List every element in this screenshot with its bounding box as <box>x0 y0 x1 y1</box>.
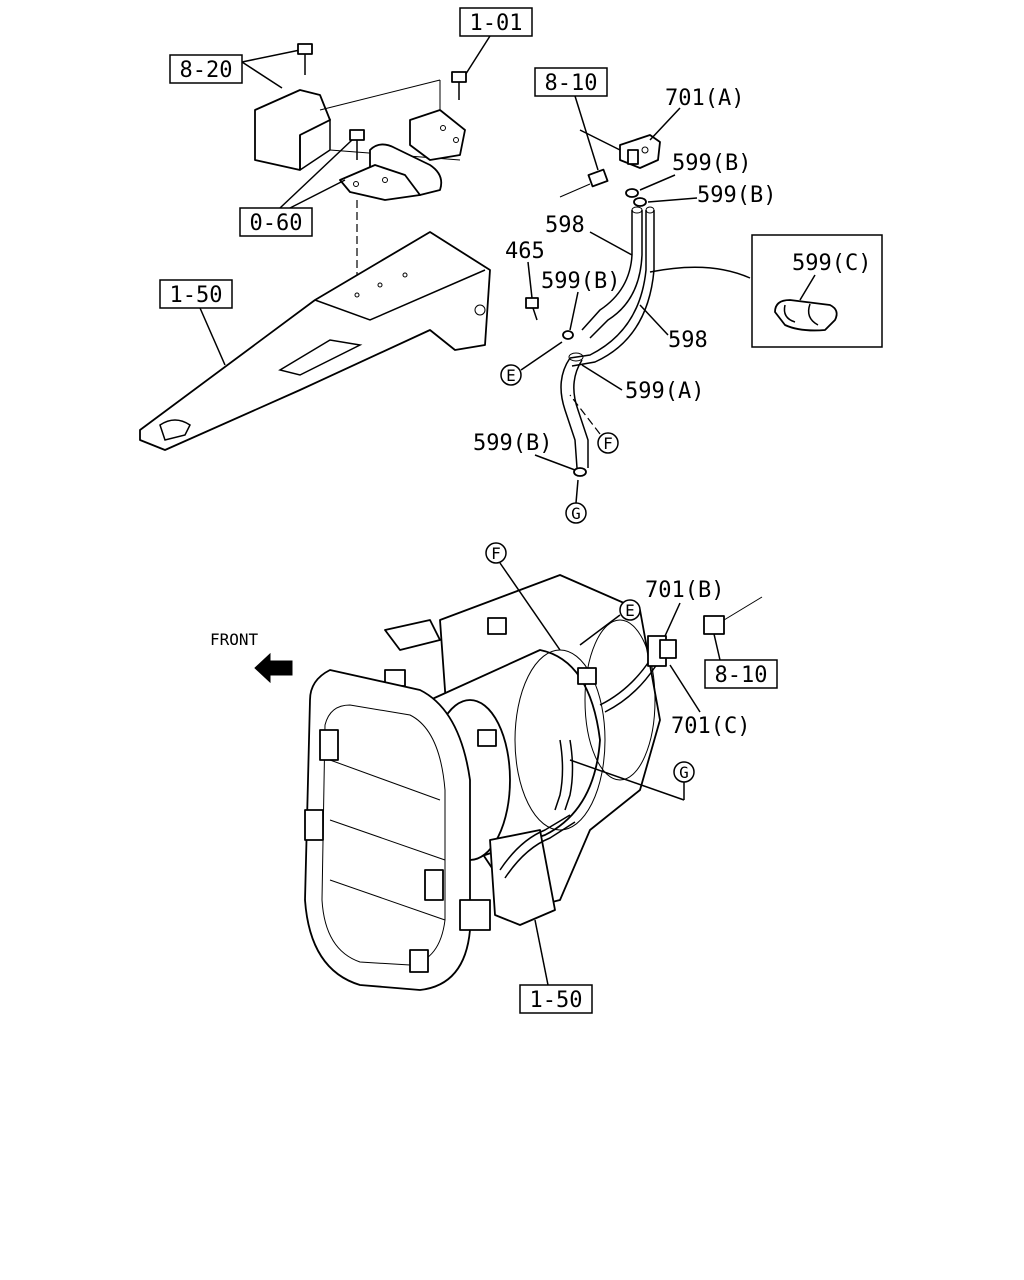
solenoid-valve-701a <box>619 134 661 169</box>
ref-box-1-50-top[interactable]: 1-50 <box>159 279 233 309</box>
marker-e-bottom[interactable]: E <box>619 599 641 621</box>
svg-text:F: F <box>603 434 613 453</box>
front-label: FRONT <box>210 630 259 649</box>
inset-599c: 599(C) <box>751 234 883 348</box>
svg-text:1-50: 1-50 <box>530 988 583 1013</box>
label-599b-4: 599(B) <box>473 431 552 456</box>
frame-arm <box>139 231 491 451</box>
ref-box-0-60[interactable]: 0-60 <box>239 207 313 237</box>
label-465: 465 <box>505 239 545 264</box>
label-599b-3: 599(B) <box>541 269 620 294</box>
svg-text:E: E <box>625 601 635 620</box>
svg-text:E: E <box>506 366 516 385</box>
svg-text:8-10: 8-10 <box>545 71 598 96</box>
ref-box-8-20[interactable]: 8-20 <box>169 54 243 84</box>
svg-text:8-10: 8-10 <box>715 663 768 688</box>
front-arrow-icon <box>254 652 293 684</box>
cover-block <box>254 89 331 171</box>
svg-text:8-20: 8-20 <box>180 58 233 83</box>
svg-text:G: G <box>679 763 689 782</box>
ref-box-1-01[interactable]: 1-01 <box>459 7 533 37</box>
fitting-465 <box>525 297 539 321</box>
bolt <box>349 129 365 160</box>
label-598-2: 598 <box>668 328 708 353</box>
ref-box-8-10-bottom[interactable]: 8-10 <box>704 659 778 689</box>
svg-text:F: F <box>491 544 501 563</box>
marker-g-bottom[interactable]: G <box>673 761 695 783</box>
svg-text:1-01: 1-01 <box>470 11 523 36</box>
connector-plug <box>559 168 609 198</box>
marker-g-top[interactable]: G <box>565 502 587 524</box>
hose-598 <box>569 206 655 367</box>
svg-text:G: G <box>571 504 581 523</box>
label-599b-1: 599(B) <box>672 151 751 176</box>
exhaust-unit <box>304 574 763 991</box>
label-599b-2: 599(B) <box>697 183 776 208</box>
clip-599c-icon <box>774 299 838 332</box>
label-701b: 701(B) <box>645 578 724 603</box>
bolt <box>297 43 313 75</box>
marker-f-top[interactable]: F <box>597 432 619 454</box>
svg-text:0-60: 0-60 <box>250 211 303 236</box>
label-599c: 599(C) <box>792 251 871 276</box>
label-598-1: 598 <box>545 213 585 238</box>
hose-599a <box>560 352 589 469</box>
marker-e-top[interactable]: E <box>500 364 522 386</box>
label-599a: 599(A) <box>625 379 704 404</box>
ref-box-8-10-top[interactable]: 8-10 <box>534 67 608 97</box>
ref-box-1-50-bottom[interactable]: 1-50 <box>519 984 593 1014</box>
label-701c: 701(C) <box>671 714 750 739</box>
label-701a: 701(A) <box>665 86 744 111</box>
bolt <box>451 71 467 100</box>
svg-text:1-50: 1-50 <box>170 283 223 308</box>
mount-bracket <box>339 109 466 201</box>
marker-f-bottom[interactable]: F <box>485 542 507 564</box>
